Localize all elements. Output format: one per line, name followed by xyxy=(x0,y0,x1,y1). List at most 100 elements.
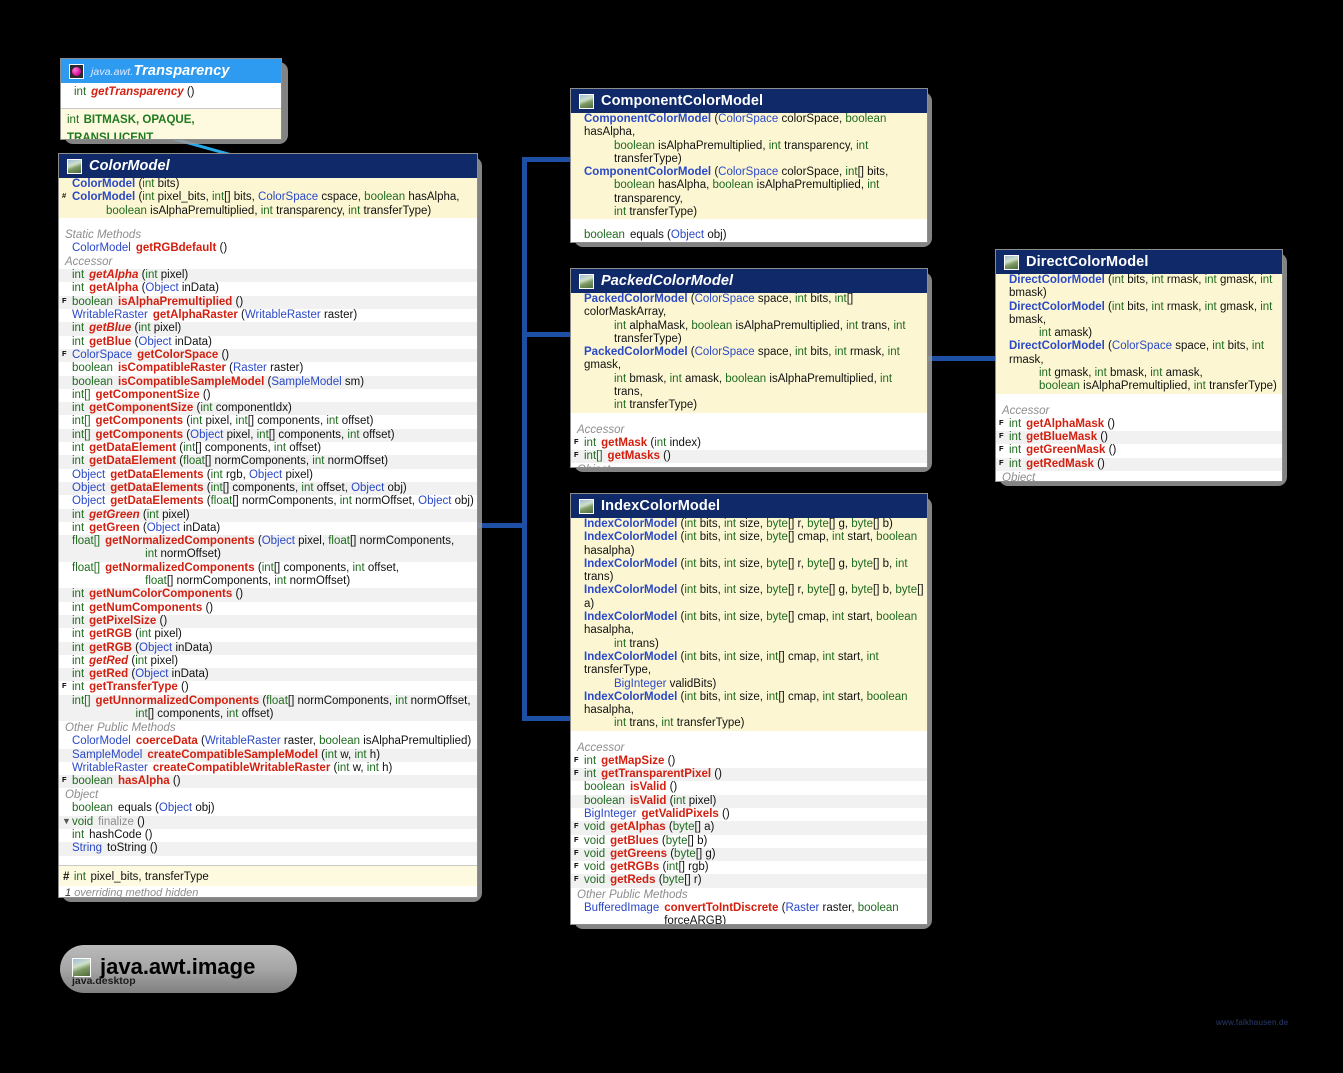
method-row[interactable]: intgetComponentSize (int componentIdx) xyxy=(59,402,477,415)
class-card-componentcolormodel[interactable]: ComponentColorModel ComponentColorModel … xyxy=(570,88,928,243)
method-row[interactable]: SampleModelcreateCompatibleSampleModel (… xyxy=(59,749,477,762)
method-row[interactable]: booleanisCompatibleSampleModel (SampleMo… xyxy=(59,376,477,389)
method-params: (int pixel) xyxy=(135,322,182,334)
class-card-colormodel[interactable]: ColorModel ColorModel (int bits) # Color… xyxy=(58,153,478,898)
constructor-row[interactable]: ColorModel (int bits) xyxy=(59,178,477,191)
method-row[interactable]: float[]getNormalizedComponents (Object p… xyxy=(59,535,477,562)
method-row[interactable]: intgetRGB (Object inData) xyxy=(59,642,477,655)
constructor-row[interactable]: PackedColorModel (ColorSpace space, int … xyxy=(571,293,927,346)
constructor-row[interactable]: IndexColorModel (int bits, int size, int… xyxy=(571,651,927,691)
method-row[interactable]: BigIntegergetValidPixels () xyxy=(571,808,927,821)
method-row[interactable]: ColorModelgetRGBdefault () xyxy=(59,242,477,255)
method-row[interactable]: FintgetAlphaMask () xyxy=(996,418,1282,431)
method-row[interactable]: intgetPixelSize () xyxy=(59,615,477,628)
visibility-marker xyxy=(574,531,584,558)
method-row[interactable]: FintgetBlueMask () xyxy=(996,431,1282,444)
method-row[interactable]: booleanisCompatibleRaster (Raster raster… xyxy=(59,362,477,375)
method-row[interactable]: intgetAlpha (Object inData) xyxy=(59,282,477,295)
method-row[interactable]: ▼voidfinalize () xyxy=(59,816,477,829)
method-row[interactable]: FbooleanhasAlpha () xyxy=(59,775,477,788)
method-params: (WritableRaster raster, boolean isAlphaP… xyxy=(201,735,471,747)
constructor-row[interactable]: IndexColorModel (int bits, int size, int… xyxy=(571,691,927,731)
constructor-row[interactable]: IndexColorModel (int bits, int size, byt… xyxy=(571,584,927,611)
method-row[interactable]: int[]getComponents (Object pixel, int[] … xyxy=(59,429,477,442)
method-row[interactable]: intgetDataElement (int[] components, int… xyxy=(59,442,477,455)
method-row[interactable]: booleanisValid (int pixel) xyxy=(571,795,927,808)
constructor-row[interactable]: ComponentColorModel (ColorSpace colorSpa… xyxy=(571,113,927,166)
method-row[interactable]: int getTransparency () xyxy=(61,86,281,99)
constructor-row[interactable]: IndexColorModel (int bits, int size, byt… xyxy=(571,611,927,651)
method-row[interactable]: FbooleanisAlphaPremultiplied () xyxy=(59,296,477,309)
constructor-params-cont: boolean hasAlpha, boolean isAlphaPremult… xyxy=(584,179,924,206)
method-row[interactable]: intgetDataElement (float[] normComponent… xyxy=(59,455,477,468)
method-row[interactable]: FvoidgetGreens (byte[] g) xyxy=(571,848,927,861)
constructor-row[interactable]: DirectColorModel (int bits, int rmask, i… xyxy=(996,274,1282,301)
method-row[interactable]: intgetRed (int pixel) xyxy=(59,655,477,668)
method-row[interactable]: booleanequals (Object obj) xyxy=(59,802,477,815)
constructor-row[interactable]: DirectColorModel (ColorSpace space, int … xyxy=(996,340,1282,393)
method-params: (byte[] r) xyxy=(659,874,702,886)
return-type: ColorModel xyxy=(72,242,136,255)
method-row[interactable]: intgetNumColorComponents () xyxy=(59,588,477,601)
constructor-row[interactable]: IndexColorModel (int bits, int size, byt… xyxy=(571,558,927,585)
method-row[interactable]: int[]getUnnormalizedComponents (float[] … xyxy=(59,695,477,722)
class-card-indexcolormodel[interactable]: IndexColorModel IndexColorModel (int bit… xyxy=(570,493,928,925)
method-row[interactable]: FintgetTransparentPixel () xyxy=(571,768,927,781)
method-row[interactable]: FColorSpacegetColorSpace () xyxy=(59,349,477,362)
class-card-packedcolormodel[interactable]: PackedColorModel PackedColorModel (Color… xyxy=(570,268,928,468)
method-row[interactable]: int[]getComponentSize () xyxy=(59,389,477,402)
method-row[interactable]: intgetNumComponents () xyxy=(59,602,477,615)
class-card-transparency[interactable]: java.awt. Transparency int getTransparen… xyxy=(60,58,282,140)
method-row[interactable]: intgetBlue (int pixel) xyxy=(59,322,477,335)
member-marker: F xyxy=(574,768,584,781)
method-row[interactable]: Fint[]getMasks () xyxy=(571,450,927,463)
connector-colormodel-to-trunk xyxy=(478,523,527,528)
directcolormodel-header: DirectColorModel xyxy=(996,250,1282,274)
method-params: (Object obj) xyxy=(155,802,215,814)
constructor-row[interactable]: DirectColorModel (int bits, int rmask, i… xyxy=(996,301,1282,341)
method-name: toString xyxy=(107,842,147,854)
method-row[interactable]: ObjectgetDataElements (int[] components,… xyxy=(59,482,477,495)
method-row[interactable]: intgetBlue (Object inData) xyxy=(59,336,477,349)
return-type: boolean xyxy=(584,795,630,808)
method-row[interactable]: intgetAlpha (int pixel) xyxy=(59,269,477,282)
method-row[interactable]: intgetGreen (int pixel) xyxy=(59,509,477,522)
method-row[interactable]: FintgetGreenMask () xyxy=(996,444,1282,457)
method-row[interactable]: FvoidgetAlphas (byte[] a) xyxy=(571,821,927,834)
return-type: int xyxy=(584,437,601,450)
method-row[interactable]: intgetRed (Object inData) xyxy=(59,668,477,681)
method-row[interactable]: intgetRGB (int pixel) xyxy=(59,628,477,641)
method-row[interactable]: ColorModelcoerceData (WritableRaster ras… xyxy=(59,735,477,748)
method-row[interactable]: ObjectgetDataElements (float[] normCompo… xyxy=(59,495,477,508)
method-params: (int pixel) xyxy=(142,269,189,281)
constructor-row[interactable]: IndexColorModel (int bits, int size, byt… xyxy=(571,531,927,558)
method-row[interactable]: booleanequals (Object obj) xyxy=(571,229,927,242)
method-row[interactable]: int[]getComponents (int pixel, int[] com… xyxy=(59,415,477,428)
method-row[interactable]: FvoidgetRGBs (int[] rgb) xyxy=(571,861,927,874)
method-name: getGreen xyxy=(89,522,140,534)
constructor-row[interactable]: PackedColorModel (ColorSpace space, int … xyxy=(571,346,927,412)
method-row[interactable]: StringtoString () xyxy=(59,842,477,855)
constructor-row[interactable]: ComponentColorModel (ColorSpace colorSpa… xyxy=(571,166,927,219)
directcolormodel-constructors: DirectColorModel (int bits, int rmask, i… xyxy=(996,274,1282,395)
method-row[interactable]: booleanisValid () xyxy=(571,781,927,794)
class-card-directcolormodel[interactable]: DirectColorModel DirectColorModel (int b… xyxy=(995,249,1283,482)
constructor-row[interactable]: # ColorModel (int pixel_bits, int[] bits… xyxy=(59,191,477,218)
method-row[interactable]: FintgetMapSize () xyxy=(571,755,927,768)
return-type: float[] xyxy=(72,562,105,589)
constructor-params-cont: int alphaMask, boolean isAlphaPremultipl… xyxy=(584,320,924,347)
method-row[interactable]: float[]getNormalizedComponents (int[] co… xyxy=(59,562,477,589)
method-row[interactable]: ObjectgetDataElements (int rgb, Object p… xyxy=(59,469,477,482)
method-row[interactable]: WritableRastercreateCompatibleWritableRa… xyxy=(59,762,477,775)
method-row[interactable]: WritableRastergetAlphaRaster (WritableRa… xyxy=(59,309,477,322)
method-row[interactable]: inthashCode () xyxy=(59,829,477,842)
method-row[interactable]: FvoidgetBlues (byte[] b) xyxy=(571,835,927,848)
method-row[interactable]: FvoidgetReds (byte[] r) xyxy=(571,874,927,887)
method-row[interactable]: FintgetMask (int index) xyxy=(571,437,927,450)
constructor-row[interactable]: IndexColorModel (int bits, int size, byt… xyxy=(571,518,927,531)
method-row[interactable]: intgetGreen (Object inData) xyxy=(59,522,477,535)
member-marker xyxy=(62,628,72,641)
method-row[interactable]: FintgetRedMask () xyxy=(996,458,1282,471)
method-row[interactable]: BufferedImageconvertToIntDiscrete (Raste… xyxy=(571,902,927,925)
method-row[interactable]: FintgetTransferType () xyxy=(59,681,477,694)
